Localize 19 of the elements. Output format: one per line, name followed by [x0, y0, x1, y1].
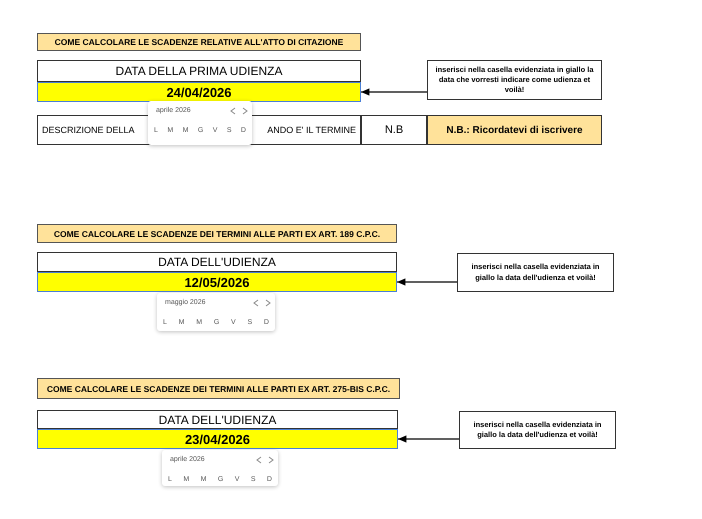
section-heading: COME CALCOLARE LE SCADENZE RELATIVE ALL'ATTO DI CITAZIONE — [37, 33, 361, 51]
header-cell: DATA DELL'UDIENZA — [37, 252, 397, 272]
cell-text: ANDO E' IL TERMINE — [267, 125, 356, 135]
date-field: 23/04/2026 — [37, 429, 398, 449]
note-cell: N.B.: Ricordatevi di iscrivere — [427, 115, 602, 145]
arrow — [398, 435, 459, 443]
date-field: 24/04/2026 — [37, 82, 361, 102]
header-cell: DATA DELLA PRIMA UDIENZA — [37, 60, 361, 82]
date-field: 12/05/2026 — [37, 272, 397, 292]
section-heading: COME CALCOLARE LE SCADENZE DEI TERMINI ALLE PARTI EX ART. 189 C.P.C. — [37, 224, 397, 243]
cell-text: DESCRIZIONE DELLA — [42, 125, 135, 135]
date-picker-popup — [162, 450, 278, 486]
table-cell: N.B — [361, 115, 427, 145]
arrow — [361, 88, 427, 96]
date-picker-popup — [148, 101, 252, 145]
header-cell: DATA DELL'UDIENZA — [37, 410, 398, 429]
section-heading: COME CALCOLARE LE SCADENZE DEI TERMINI ALLE PARTI EX ART. 275-BIS C.P.C. — [37, 378, 400, 399]
date-picker-popup — [157, 293, 275, 331]
arrow — [397, 278, 457, 286]
